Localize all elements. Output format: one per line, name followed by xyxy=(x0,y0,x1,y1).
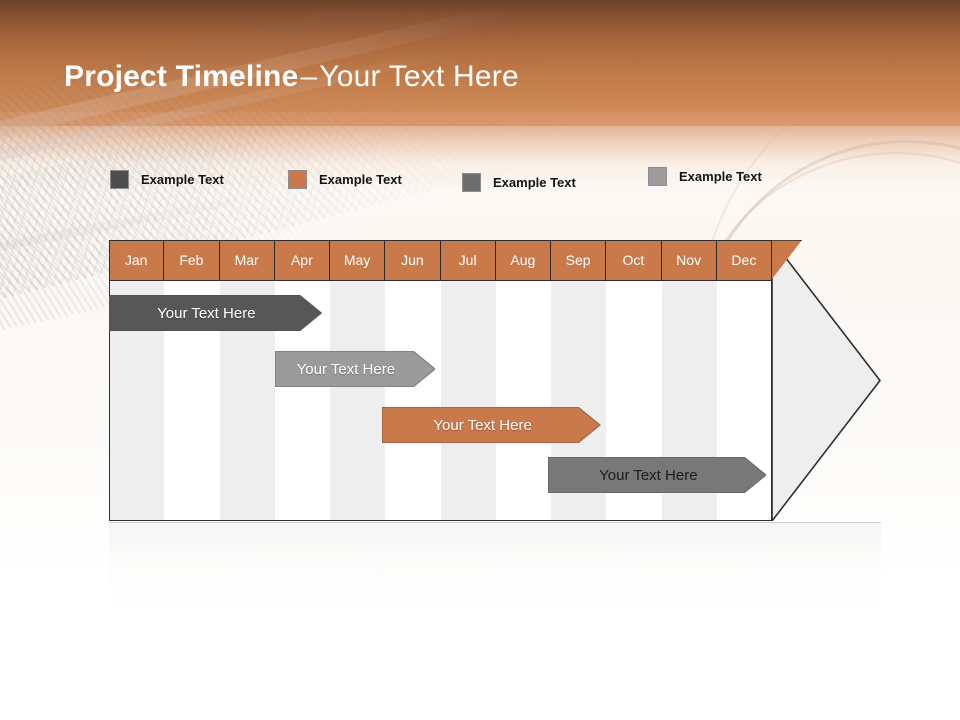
page-title-light: Your Text Here xyxy=(319,60,519,93)
legend-label-3: Example Text xyxy=(493,175,576,190)
month-header-feb[interactable]: Feb xyxy=(164,240,220,280)
month-header-oct[interactable]: Oct xyxy=(606,240,662,280)
timeline-bar-3[interactable]: Your Text Here xyxy=(382,407,601,443)
month-header-dec[interactable]: Dec xyxy=(716,240,772,280)
legend-item-1: Example Text xyxy=(110,170,224,189)
page-title-strong: Project Timeline xyxy=(64,60,299,93)
timeline-column-feb: Feb xyxy=(164,240,220,521)
legend-label-4: Example Text xyxy=(679,169,762,184)
page-title-dash: – xyxy=(300,60,318,93)
month-header-jun[interactable]: Jun xyxy=(385,240,441,280)
month-header-nov[interactable]: Nov xyxy=(661,240,717,280)
timeline-column-aug: Aug xyxy=(495,240,551,521)
chart-baseline xyxy=(109,522,881,523)
legend-swatch-icon-2 xyxy=(288,170,307,189)
month-header-mar[interactable]: Mar xyxy=(219,240,275,280)
header-gradient-band xyxy=(0,0,960,126)
legend-item-4: Example Text xyxy=(648,167,762,186)
month-header-jul[interactable]: Jul xyxy=(440,240,496,280)
timeline-bar-2[interactable]: Your Text Here xyxy=(274,351,435,387)
month-header-apr[interactable]: Apr xyxy=(274,240,330,280)
month-header-may[interactable]: May xyxy=(330,240,386,280)
timeline-bar-label-2: Your Text Here xyxy=(296,360,396,378)
timeline-bar-1[interactable]: Your Text Here xyxy=(109,295,322,331)
legend-swatch-icon-4 xyxy=(648,167,667,186)
month-header-jan[interactable]: Jan xyxy=(109,240,165,280)
timeline-column-jul: Jul xyxy=(440,240,496,521)
legend-swatch-icon-3 xyxy=(462,173,481,192)
month-header-aug[interactable]: Aug xyxy=(495,240,551,280)
legend-item-3: Example Text xyxy=(462,173,576,192)
timeline-bar-label-4: Your Text Here xyxy=(599,466,698,484)
timeline-bar-4[interactable]: Your Text Here xyxy=(548,457,767,493)
legend-label-1: Example Text xyxy=(141,172,224,187)
month-header-sep[interactable]: Sep xyxy=(551,240,607,280)
timeline-column-mar: Mar xyxy=(219,240,275,521)
timeline-column-jan: Jan xyxy=(109,240,165,521)
timeline-bar-label-3: Your Text Here xyxy=(433,416,532,434)
timeline-bar-label-1: Your Text Here xyxy=(157,304,256,322)
legend-label-2: Example Text xyxy=(319,172,402,187)
legend-item-2: Example Text xyxy=(288,170,402,189)
page-title: Project Timeline–Your Text Here xyxy=(64,60,519,94)
legend-swatch-icon-1 xyxy=(110,170,129,189)
